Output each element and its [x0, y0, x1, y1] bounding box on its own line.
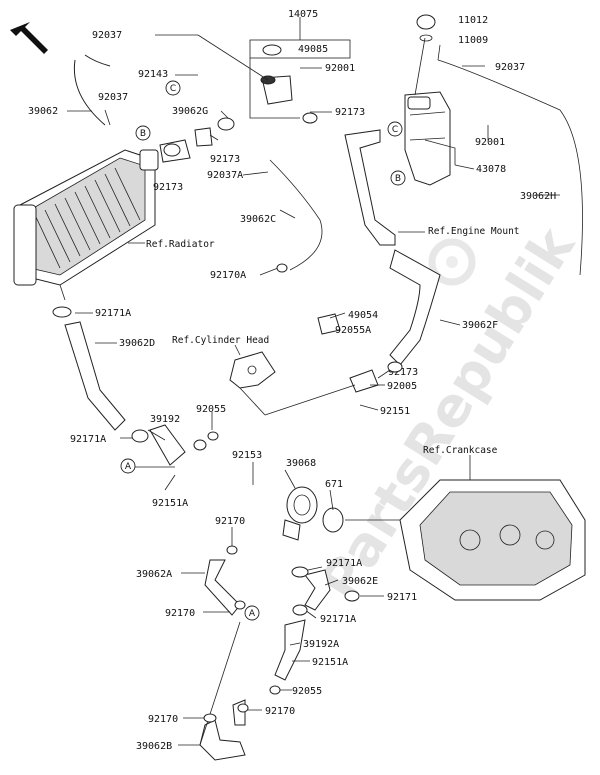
label-92037-c: 92037 [98, 92, 128, 103]
ref-engine-mount: Ref.Engine Mount [428, 226, 520, 237]
label-39062d: 39062D [119, 338, 155, 349]
label-92037-a: 92037 [92, 30, 122, 41]
label-92151a-b: 92151A [312, 657, 348, 668]
svg-text:A: A [249, 609, 256, 619]
label-43078: 43078 [476, 164, 506, 175]
callout-b-2: B [390, 170, 406, 186]
gear-watermark-icon [428, 238, 476, 286]
label-92170-d: 92170 [265, 706, 295, 717]
label-92170-c: 92170 [148, 714, 178, 725]
label-39062b: 39062B [136, 741, 172, 752]
label-39062g: 39062G [172, 106, 208, 117]
label-92170a: 92170A [210, 270, 246, 281]
label-92151: 92151 [380, 406, 410, 417]
label-92170-a: 92170 [215, 516, 245, 527]
radiator [13, 149, 159, 301]
cylinder-head-fitting [229, 351, 276, 389]
svg-text:B: B [395, 174, 401, 184]
leader-lines [67, 17, 560, 746]
reservoir-cap [416, 14, 436, 42]
label-92173-b: 92173 [210, 154, 240, 165]
callout-c-1: C [165, 80, 181, 96]
engine-mount-bracket [344, 129, 396, 246]
label-39062c: 39062C [240, 214, 276, 225]
label-39062a: 39062A [136, 569, 172, 580]
label-92037-b: 92037 [495, 62, 525, 73]
label-92001-b: 92001 [475, 137, 505, 148]
label-92171: 92171 [387, 592, 417, 603]
label-11012: 11012 [458, 15, 488, 26]
label-39192: 39192 [150, 414, 180, 425]
label-92173-c: 92173 [153, 182, 183, 193]
ref-cylinder-head: Ref.Cylinder Head [172, 335, 269, 346]
callout-b-1: B [135, 125, 151, 141]
label-92055-b: 92055 [292, 686, 322, 697]
label-92173-d: 92173 [388, 367, 418, 378]
label-92171a-b: 92171A [70, 434, 106, 445]
label-39062f: 39062F [462, 320, 498, 331]
label-39068: 39068 [286, 458, 316, 469]
label-11009: 11009 [458, 35, 488, 46]
thermostat-housing [317, 313, 379, 393]
label-92143: 92143 [138, 69, 168, 80]
label-39062: 39062 [28, 106, 58, 117]
hose-clamps [52, 112, 403, 723]
label-39192a: 39192A [303, 639, 339, 650]
label-92171a-a: 92171A [95, 308, 131, 319]
hoses [64, 54, 583, 761]
crankcase [399, 479, 586, 601]
label-92151a-a: 92151A [152, 498, 188, 509]
callout-a-1: A [120, 458, 136, 474]
reservoir-tank [404, 91, 456, 186]
label-92037a: 92037A [207, 170, 243, 181]
callout-a-2: A [244, 605, 260, 621]
callout-c-2: C [387, 121, 403, 137]
label-39062h: 39062H [520, 191, 556, 202]
front-direction-arrow-icon [10, 22, 48, 54]
water-pump [282, 486, 344, 541]
label-49054: 49054 [348, 310, 378, 321]
label-92055a: 92055A [335, 325, 371, 336]
svg-text:C: C [170, 84, 176, 94]
svg-text:A: A [125, 462, 132, 472]
label-39062e: 39062E [342, 576, 378, 587]
label-92153: 92153 [232, 450, 262, 461]
label-671: 671 [325, 479, 343, 490]
label-92001-a: 92001 [325, 63, 355, 74]
label-92055-a: 92055 [196, 404, 226, 415]
label-92171a-d: 92171A [320, 614, 356, 625]
label-14075: 14075 [288, 9, 318, 20]
label-92005: 92005 [387, 381, 417, 392]
svg-text:C: C [392, 125, 398, 135]
ref-crankcase: Ref.Crankcase [423, 445, 498, 456]
label-49085: 49085 [298, 44, 328, 55]
ref-radiator: Ref.Radiator [146, 239, 215, 250]
label-92171a-c: 92171A [326, 558, 362, 569]
part-labels: 14075 49085 11012 11009 92037 92037 9203… [28, 9, 556, 752]
label-92170-b: 92170 [165, 608, 195, 619]
label-92173-a: 92173 [335, 107, 365, 118]
svg-text:B: B [140, 129, 146, 139]
